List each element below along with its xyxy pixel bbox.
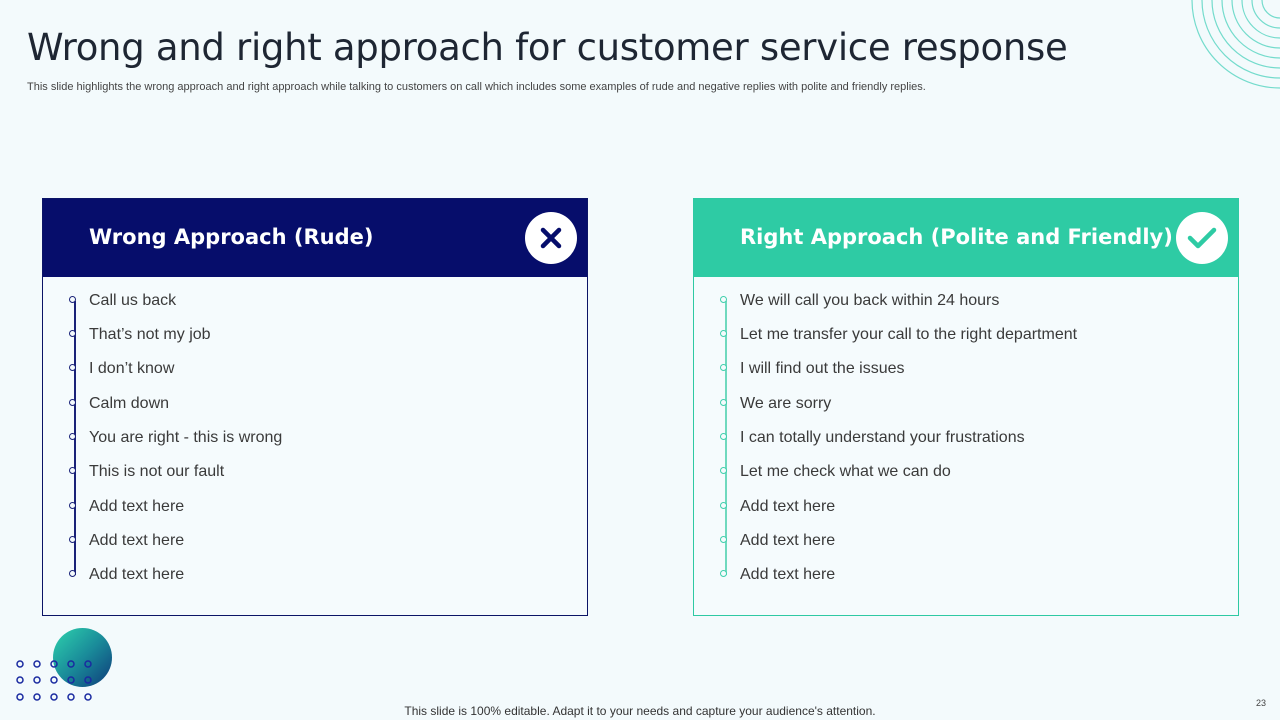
list-item: We are sorry [694, 380, 1238, 414]
list-item: Let me transfer your call to the right d… [694, 311, 1238, 345]
bullet-dot [69, 536, 76, 543]
page-number: 23 [1255, 698, 1266, 708]
list-item: I don’t know [43, 345, 587, 379]
list-item: Add text here [43, 517, 587, 551]
list-item: We will call you back within 24 hours [694, 277, 1238, 311]
page-subtitle: This slide highlights the wrong approach… [27, 81, 926, 93]
list-item: Add text here [694, 517, 1238, 551]
bullet-dot [720, 296, 727, 303]
list-item: I can totally understand your frustratio… [694, 414, 1238, 448]
bullet-dot [69, 330, 76, 337]
bullet-dot [720, 467, 727, 474]
bullet-dot [69, 296, 76, 303]
bullet-dot [69, 467, 76, 474]
wrong-approach-title: Wrong Approach (Rude) [89, 225, 374, 249]
bullet-dot [720, 502, 727, 509]
bullet-dot [69, 433, 76, 440]
list-item: Add text here [43, 551, 587, 585]
footer-note: This slide is 100% editable. Adapt it to… [404, 704, 876, 718]
list-item: Call us back [43, 277, 587, 311]
wrong-approach-card: Wrong Approach (Rude) Call us back That’… [42, 198, 588, 616]
bullet-dot [720, 433, 727, 440]
bullet-dot [69, 502, 76, 509]
right-approach-header: Right Approach (Polite and Friendly) [694, 199, 1238, 277]
list-item: This is not our fault [43, 448, 587, 482]
bullet-dot [720, 536, 727, 543]
list-item: That’s not my job [43, 311, 587, 345]
bullet-dot [69, 364, 76, 371]
page-title: Wrong and right approach for customer se… [27, 26, 1068, 69]
bullet-dot [69, 570, 76, 577]
bullet-dot [69, 399, 76, 406]
list-item: Add text here [43, 483, 587, 517]
list-item: Add text here [694, 551, 1238, 585]
right-approach-card: Right Approach (Polite and Friendly) We … [693, 198, 1239, 616]
bullet-dot [720, 364, 727, 371]
bullet-dot [720, 399, 727, 406]
list-item: Add text here [694, 483, 1238, 517]
concentric-rings-decoration [1191, 0, 1280, 89]
list-item: Let me check what we can do [694, 448, 1238, 482]
list-item: Calm down [43, 380, 587, 414]
dot-grid-decoration [16, 660, 92, 701]
close-icon [525, 212, 577, 264]
wrong-approach-header: Wrong Approach (Rude) [43, 199, 587, 277]
check-icon [1176, 212, 1228, 264]
right-approach-title: Right Approach (Polite and Friendly) [740, 225, 1173, 249]
bullet-dot [720, 330, 727, 337]
gradient-circle-decoration [53, 628, 112, 687]
bullet-dot [720, 570, 727, 577]
list-item: You are right - this is wrong [43, 414, 587, 448]
list-item: I will find out the issues [694, 345, 1238, 379]
